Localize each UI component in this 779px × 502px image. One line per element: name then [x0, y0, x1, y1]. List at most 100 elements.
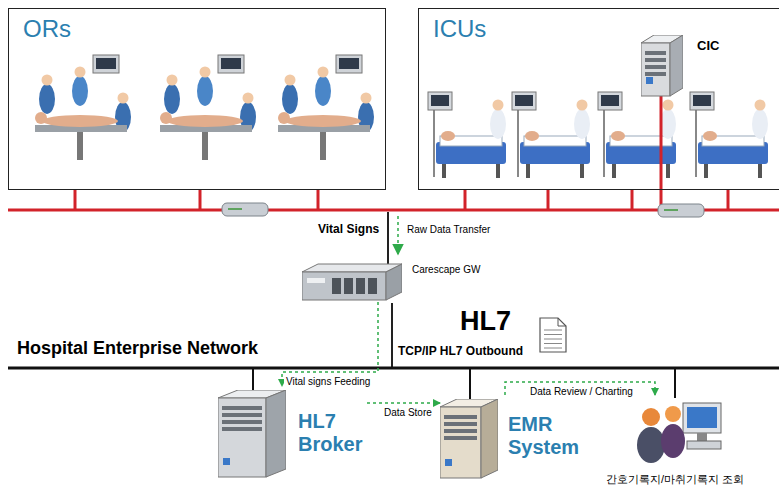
or-monitor-screen [339, 58, 359, 69]
or-patient-head [35, 112, 47, 124]
icu-nurse-head [755, 100, 766, 111]
monitor [683, 403, 721, 433]
device-node: HL7 Broker [218, 386, 367, 478]
icu-scene [428, 92, 506, 178]
device-label: 간호기록지/마취기록지 조회 [585, 473, 765, 486]
device-node: EMR System [440, 395, 584, 479]
or-staff-head [118, 93, 129, 104]
icon [641, 35, 683, 97]
protocol-label: TCP/IP HL7 Outbound [396, 344, 525, 358]
or-patient-head [278, 112, 290, 124]
device-label: Carescape GW [412, 264, 480, 276]
device-node: 간호기록지/마취기록지 조회 [585, 395, 765, 490]
rack-drive [344, 278, 353, 294]
network-drop [464, 190, 467, 210]
server-side [481, 399, 498, 478]
or-staff-body [315, 76, 331, 106]
or-staff-head [200, 67, 211, 78]
icu-bed-leg [758, 164, 762, 178]
icu-scene [598, 92, 676, 178]
icu-nurse-body [490, 109, 506, 139]
icon [440, 399, 498, 479]
server-bay [222, 413, 262, 417]
or-patient [167, 115, 243, 127]
or-monitor-screen [221, 58, 241, 69]
server-bay [222, 406, 262, 410]
gateway-link [387, 212, 389, 265]
server-side [670, 35, 683, 96]
server-bay [222, 427, 262, 431]
area-box: ICUsCIC [418, 8, 779, 190]
or-patient [42, 115, 118, 127]
server-side [266, 390, 286, 477]
or-staff-body [282, 84, 298, 114]
icon [218, 390, 286, 478]
area-title: ICUs [433, 15, 486, 43]
server-bay [444, 436, 477, 440]
enterprise-drop [252, 368, 254, 392]
document-outline [540, 318, 566, 352]
or-table-leg [77, 132, 83, 160]
flow-label: Data Review / Charting [528, 386, 635, 397]
icu-monitor [512, 92, 536, 110]
or-patient-head [160, 112, 172, 124]
server-bay [645, 72, 666, 76]
area-title: ORs [23, 15, 71, 43]
or-staff-head [285, 75, 296, 86]
or-table-leg [202, 132, 208, 160]
icu-patient-head [441, 131, 455, 141]
link-label: Vital Signs [316, 222, 381, 236]
router-icon [658, 204, 704, 217]
keyboard [687, 441, 721, 449]
icu-nurse-head [493, 100, 504, 111]
icu-bed-leg [666, 164, 670, 178]
server-front [440, 407, 481, 478]
icu-monitor-screen [601, 95, 619, 106]
icu-patient-head [525, 131, 539, 141]
icu-bed-leg [442, 164, 446, 178]
or-staff-body [197, 76, 213, 106]
rack-panel [307, 278, 325, 283]
router-led [664, 209, 678, 211]
icon [633, 397, 725, 467]
or-staff-head [167, 75, 178, 86]
icu-monitor [598, 92, 622, 110]
or-staff-head [318, 67, 329, 78]
network-drop [727, 190, 730, 210]
or-staff-head [243, 93, 254, 104]
icu-bed-leg [580, 164, 584, 178]
server-logo [646, 77, 653, 84]
enterprise-network-line [8, 367, 779, 370]
rack-top [302, 264, 402, 272]
server-bay [444, 422, 477, 426]
or-scene [160, 55, 256, 160]
icu-monitor-screen [693, 95, 711, 106]
network-drop [631, 190, 634, 210]
document-line [544, 330, 562, 331]
network-label: Hospital Enterprise Network [15, 338, 260, 359]
or-staff-head [361, 93, 372, 104]
server-bay [444, 429, 477, 433]
monitor-screen [687, 407, 717, 428]
device-label: HL7 Broker [298, 410, 362, 456]
rack-side [386, 264, 402, 300]
data-flow-arrow [367, 402, 440, 404]
rack-drive [368, 278, 377, 294]
person-body [661, 424, 685, 458]
network-drop [547, 190, 550, 210]
icu-bed-leg [496, 164, 500, 178]
server-bay [444, 415, 477, 419]
area-box: ORs [8, 8, 386, 190]
device-node: CIC [641, 31, 724, 97]
server-logo [445, 459, 452, 466]
router-led [228, 208, 242, 210]
gateway-outbound-link [391, 303, 393, 368]
monitor-stand [697, 433, 707, 441]
person-body [637, 427, 665, 463]
icu-monitor-screen [515, 95, 533, 106]
or-staff-head [75, 67, 86, 78]
or-patient [285, 115, 361, 127]
person-head [642, 408, 660, 426]
or-monitor [218, 55, 244, 73]
